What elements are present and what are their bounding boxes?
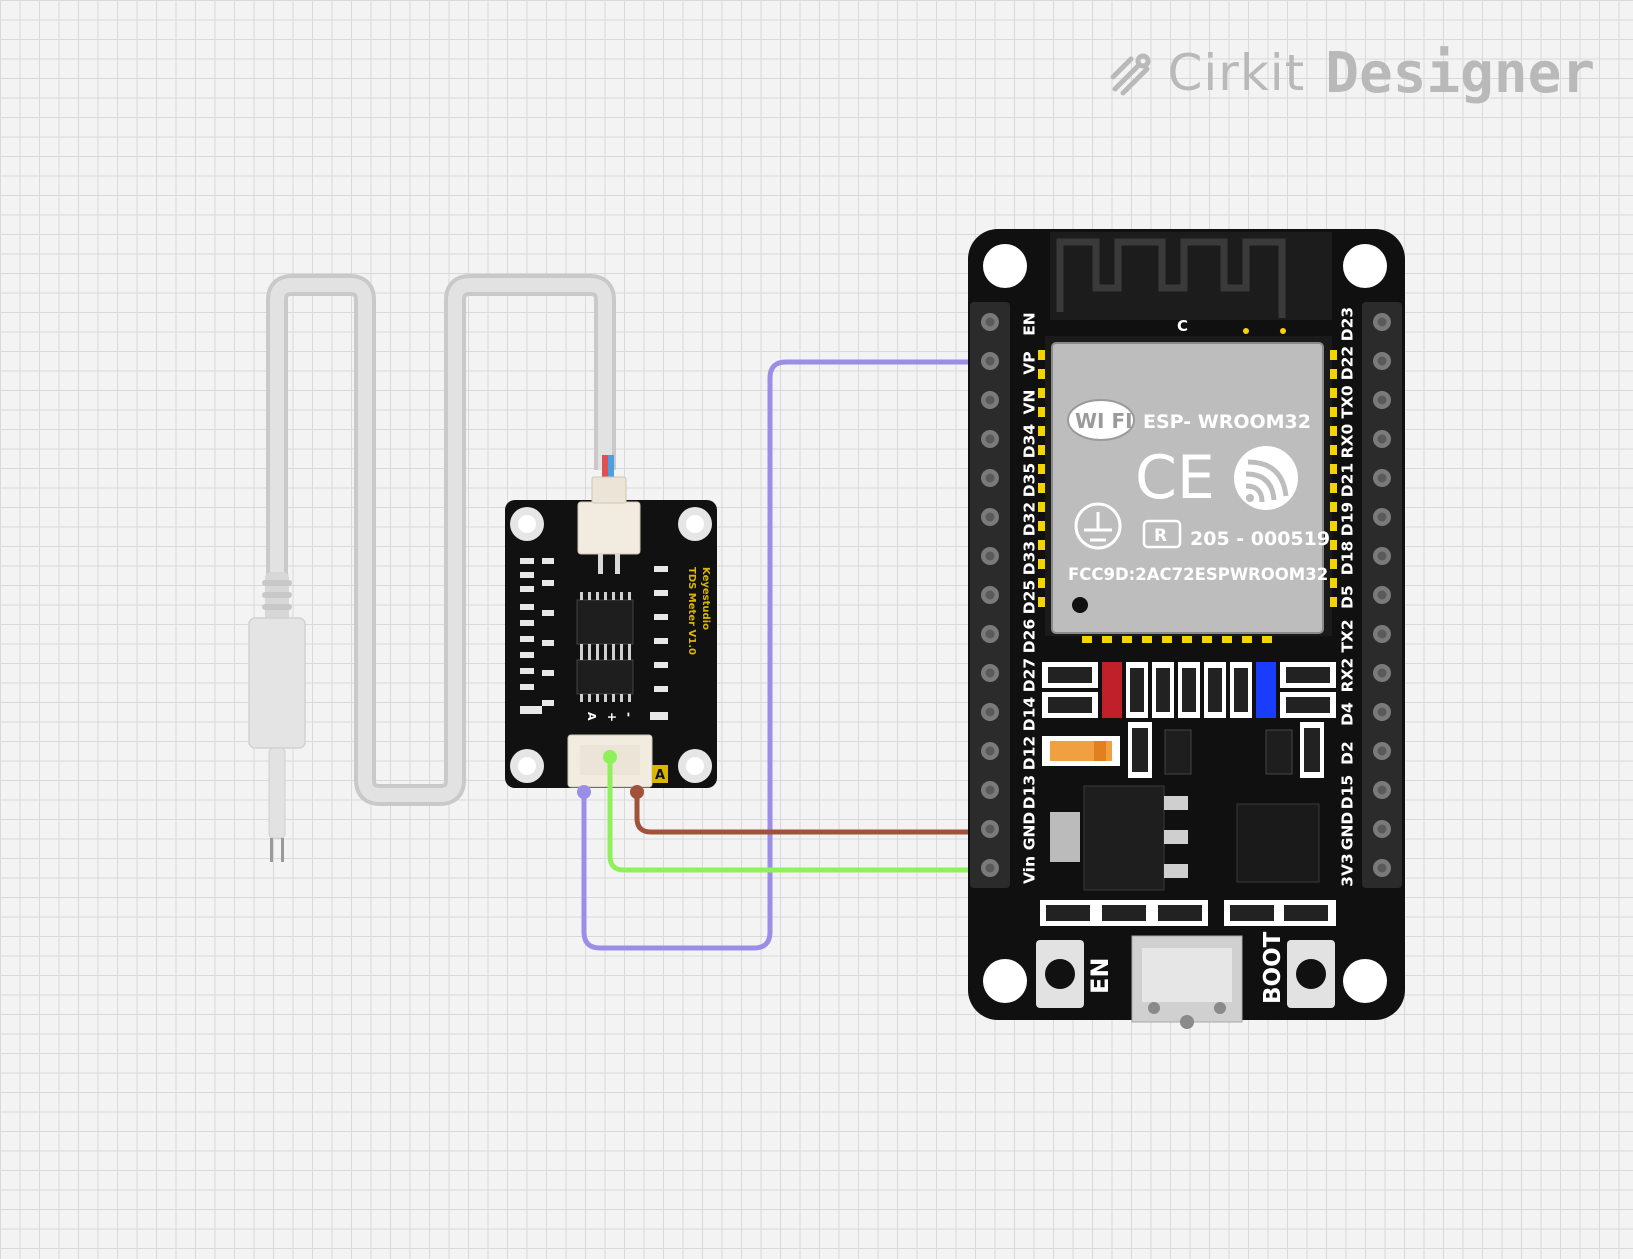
brand-name-part1: Cirkit	[1167, 44, 1306, 102]
boot-button[interactable]	[1287, 940, 1335, 1008]
pin-label: D15	[1339, 775, 1357, 809]
espressif-logo-icon	[1234, 446, 1298, 510]
wire-endpoint	[630, 785, 644, 799]
mount-hole	[1343, 959, 1387, 1003]
pin-label-a: A	[585, 712, 598, 721]
boot-button-label: BOOT	[1260, 931, 1286, 1004]
pin-label: Vin	[1021, 856, 1039, 884]
pin-label: D18	[1339, 541, 1357, 575]
pin-label: D5	[1339, 585, 1357, 609]
cert-code: 205 - 000519	[1190, 528, 1330, 550]
pin-label: D35	[1021, 463, 1039, 497]
giteki-mark-icon	[1074, 502, 1122, 550]
wire-endpoint	[577, 785, 591, 799]
pin-label: VN	[1021, 390, 1039, 415]
left-pin-header	[970, 302, 1010, 888]
pin-label: EN	[1021, 312, 1039, 336]
pin-label: VP	[1021, 351, 1039, 374]
svg-text:WI FI: WI FI	[1075, 409, 1133, 433]
mount-hole	[983, 959, 1027, 1003]
en-button-label: EN	[1086, 958, 1114, 994]
r-mark: R	[1154, 526, 1167, 546]
pin-label-minus: -	[622, 712, 636, 717]
pin-label: D21	[1339, 463, 1357, 497]
ce-mark: CE	[1135, 443, 1215, 513]
pin-label: D14	[1021, 697, 1039, 732]
pin-label: RX2	[1339, 658, 1357, 693]
module-brand: Keyestudio	[700, 567, 711, 630]
brand-name-part2: Designer	[1325, 40, 1595, 106]
wire-endpoint	[603, 750, 617, 764]
pin-label: D22	[1339, 346, 1357, 380]
fcc-id: FCC9D:2AC72ESPWROOM32	[1068, 565, 1328, 584]
ic-chip	[576, 659, 634, 695]
tds-meter-module[interactable]: Keyestudio TDS Meter V1.0 A + - A	[505, 476, 717, 788]
wire-ground[interactable]	[634, 787, 993, 835]
pin-label: GND	[1021, 812, 1039, 851]
pin-label: D32	[1021, 502, 1039, 536]
antenna-mark: C	[1177, 317, 1188, 335]
pin-label: D26	[1021, 619, 1039, 653]
wire-signal[interactable]	[581, 359, 993, 951]
voltage-regulator	[1083, 785, 1165, 891]
pin-label: D12	[1021, 736, 1039, 770]
wifi-logo-icon	[1067, 399, 1135, 441]
probe-connector	[577, 501, 641, 555]
pin-label: TX2	[1339, 619, 1357, 652]
pin-label: D25	[1021, 580, 1039, 614]
pin-label: RX0	[1339, 423, 1357, 458]
pin-label: D34	[1021, 424, 1039, 459]
smd-components	[1040, 662, 1336, 926]
esp32-devkit-board[interactable]: C WI FI ESP- WROOM32 CE R 205 - 000519	[968, 229, 1405, 1029]
pin-label: 3V3	[1339, 853, 1357, 887]
corner-label: A	[655, 768, 665, 783]
en-button[interactable]	[1036, 940, 1084, 1008]
wire-power[interactable]	[607, 754, 993, 873]
pin-label: D19	[1339, 502, 1357, 536]
cirkit-designer-brand: Cirkit Designer	[1109, 38, 1595, 108]
module-name: ESP- WROOM32	[1143, 411, 1311, 433]
micro-usb-port[interactable]	[1131, 935, 1243, 1029]
usb-uart-chip	[1236, 803, 1320, 883]
pin-label: D4	[1339, 702, 1357, 726]
pin-label: D27	[1021, 658, 1039, 692]
pin-label: D33	[1021, 541, 1039, 575]
ic-chip	[576, 599, 634, 645]
pin-label: GND	[1339, 812, 1357, 851]
right-pin-header	[1362, 302, 1402, 888]
tds-probe[interactable]	[248, 274, 616, 862]
pin-label: D13	[1021, 775, 1039, 809]
module-title: TDS Meter V1.0	[686, 567, 697, 655]
cirkit-logo-icon	[1110, 53, 1151, 96]
pin-label: TX0	[1339, 385, 1357, 419]
pin-label: D23	[1339, 307, 1357, 341]
pin-label: D2	[1339, 741, 1357, 765]
mount-hole	[1343, 244, 1387, 288]
pin-label-plus: +	[605, 712, 619, 722]
mount-hole	[983, 244, 1027, 288]
